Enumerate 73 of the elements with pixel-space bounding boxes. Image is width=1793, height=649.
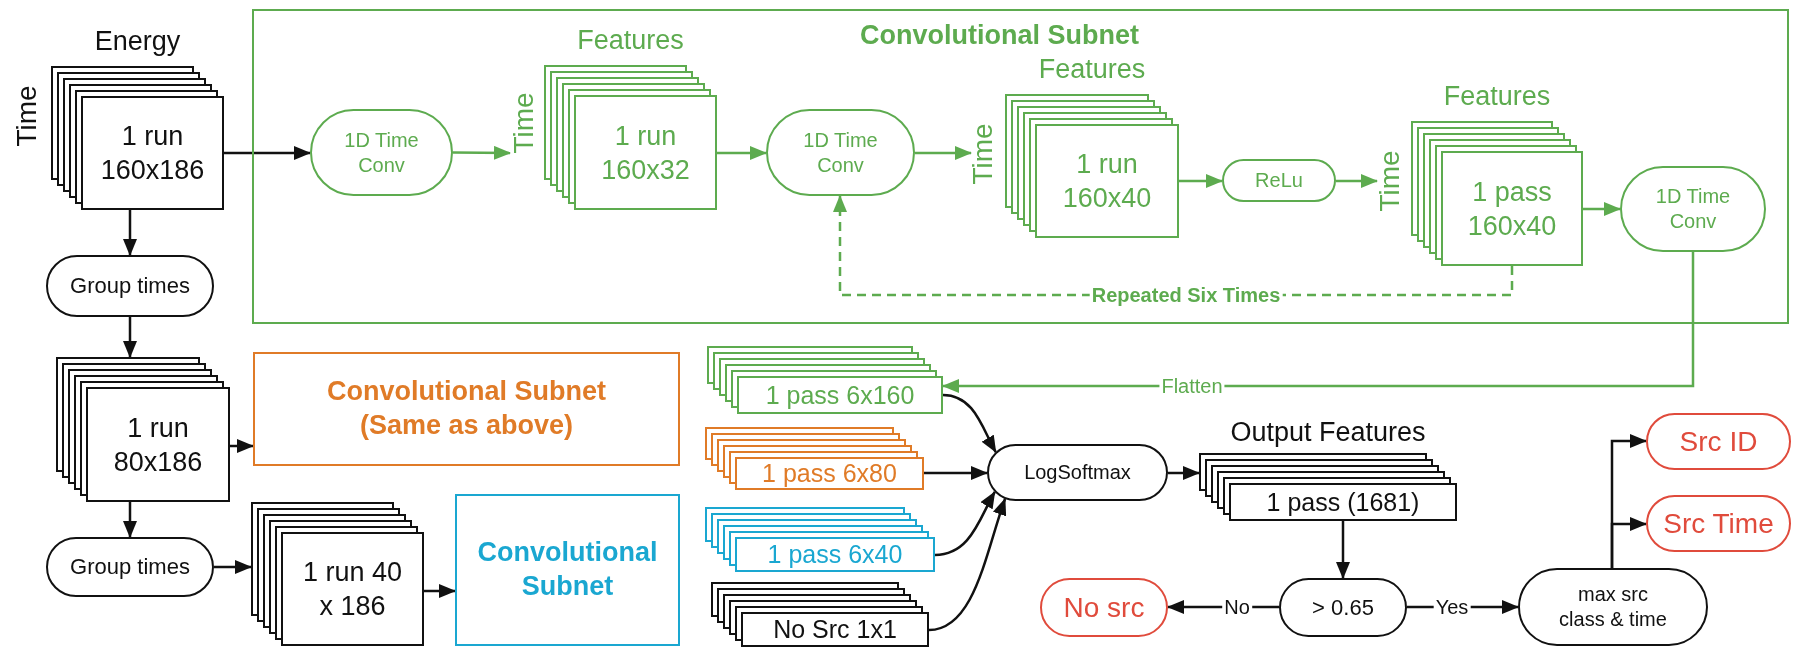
stack-heading: Features xyxy=(1037,54,1147,84)
subnet-frame xyxy=(252,9,1789,324)
stack-label: 1 pass 6x40 xyxy=(767,542,903,567)
arrow xyxy=(1168,466,1200,480)
stack-label: 1 pass 160x40 xyxy=(1466,175,1558,243)
node-label: Src Time xyxy=(1663,507,1774,541)
feature-map-stack xyxy=(251,502,424,646)
node-label: Group times xyxy=(70,553,190,581)
stack-label: 1 pass (1681) xyxy=(1266,489,1420,515)
arrow xyxy=(934,491,996,557)
process-node xyxy=(46,537,214,597)
stack-heading: Output Features xyxy=(1229,417,1427,447)
frame-title: Convolutional Subnet (Same as above) xyxy=(326,375,607,442)
arrow xyxy=(1583,202,1621,216)
arrow xyxy=(230,439,254,453)
stack-label: 1 pass 6x80 xyxy=(762,461,897,486)
edge-label: Flatten xyxy=(1159,376,1225,396)
process-node xyxy=(987,444,1168,501)
arrow xyxy=(123,317,137,358)
stack-label: 1 run 80x186 xyxy=(112,411,204,479)
arrow xyxy=(942,252,1695,393)
stack-label: No Src 1x1 xyxy=(773,617,897,642)
node-label: max src class & time xyxy=(1558,582,1668,632)
arrow xyxy=(123,210,137,256)
edge-label: Repeated Six Times xyxy=(1089,285,1283,305)
stack-label: 1 run 160x40 xyxy=(1061,148,1153,215)
arrow xyxy=(1179,174,1223,188)
stack-label: 1 run 160x186 xyxy=(99,120,206,187)
node-label: 1D Time Conv xyxy=(343,127,420,178)
subnet-frame xyxy=(253,352,680,466)
arrow xyxy=(214,560,252,574)
arrow xyxy=(123,502,137,538)
axis-label: Time xyxy=(13,85,41,147)
node-label: Src ID xyxy=(1679,425,1758,459)
feature-map-stack xyxy=(56,357,230,502)
stack-heading: Energy xyxy=(93,26,182,56)
frame-title: Convolutional Subnet xyxy=(476,536,659,603)
axis-label: Time xyxy=(1376,150,1404,212)
arrow xyxy=(424,584,456,598)
stack-heading: Features xyxy=(1442,81,1552,111)
feature-map-stack xyxy=(705,427,924,490)
arrow xyxy=(453,145,511,160)
node-label: > 0.65 xyxy=(1312,593,1374,622)
stack-label: 1 run 160x32 xyxy=(600,119,691,187)
edge-label: Yes xyxy=(1433,597,1471,617)
process-node xyxy=(1646,495,1791,552)
node-label: LogSoftmax xyxy=(1024,460,1131,485)
arrow xyxy=(1610,517,1647,568)
stack-label: 1 pass 6x160 xyxy=(765,382,915,408)
node-label: 1D Time Conv xyxy=(1654,184,1732,234)
frame-title: Convolutional Subnet xyxy=(860,19,1139,52)
stack-label: 1 run 40 x 186 xyxy=(301,556,404,623)
arrow xyxy=(942,393,997,453)
process-node xyxy=(1646,413,1791,470)
arrow xyxy=(1336,174,1378,188)
arrow xyxy=(915,146,972,160)
edge-label: No xyxy=(1222,597,1252,617)
axis-label: Time xyxy=(510,92,538,154)
arrow xyxy=(224,146,311,160)
feature-map-stack xyxy=(707,346,943,414)
arrow xyxy=(717,146,767,160)
node-label: No src xyxy=(1063,591,1145,625)
node-label: 1D Time Conv xyxy=(802,127,879,178)
arrow xyxy=(924,466,988,480)
axis-label: Time xyxy=(969,123,997,185)
node-label: ReLu xyxy=(1255,168,1303,193)
node-label: Group times xyxy=(70,272,190,300)
subnet-frame xyxy=(455,494,680,646)
feature-map-stack xyxy=(711,582,929,647)
process-node xyxy=(1222,159,1336,202)
arrow xyxy=(1336,521,1350,579)
feature-map-stack xyxy=(705,507,935,572)
stack-heading: Features xyxy=(576,25,685,55)
